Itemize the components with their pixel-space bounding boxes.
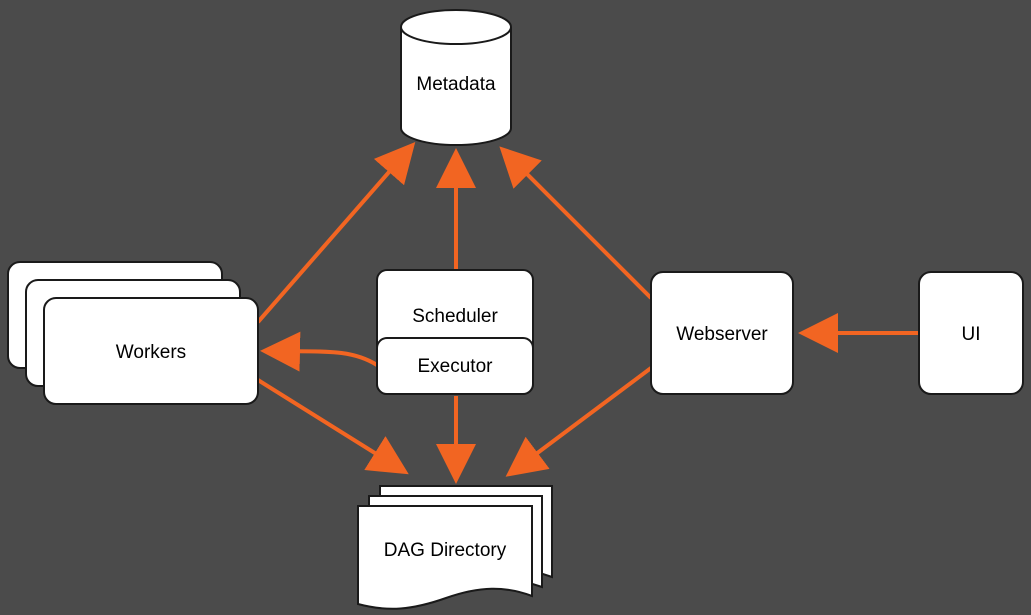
document-front-icon bbox=[357, 505, 533, 610]
metadata-node: Metadata bbox=[400, 9, 512, 146]
executor-label: Executor bbox=[418, 356, 494, 377]
ui-node: UI bbox=[918, 271, 1024, 395]
executor-box bbox=[376, 337, 534, 395]
scheduler-executor-node: Scheduler Executor bbox=[376, 269, 534, 395]
workers-node: Workers bbox=[7, 261, 259, 405]
scheduler-label: Scheduler bbox=[412, 306, 498, 327]
workers-stack-front bbox=[43, 297, 259, 405]
database-cylinder-top-rim bbox=[400, 26, 512, 45]
database-cylinder-icon bbox=[400, 9, 512, 146]
metadata-label: Metadata bbox=[416, 74, 496, 95]
edge-workers-to-dag-directory bbox=[256, 378, 409, 475]
edge-webserver-to-metadata bbox=[499, 146, 653, 300]
dag-directory-node: DAG Directory bbox=[357, 485, 553, 610]
edge-workers-to-metadata bbox=[256, 141, 416, 324]
workers-label: Workers bbox=[116, 342, 186, 363]
ui-box bbox=[918, 271, 1024, 395]
edge-executor-to-workers bbox=[260, 331, 379, 372]
webserver-box bbox=[650, 271, 794, 395]
edge-webserver-to-dag-directory bbox=[505, 366, 653, 477]
dag-directory-label: DAG Directory bbox=[384, 540, 507, 561]
ui-label: UI bbox=[962, 324, 981, 345]
edges bbox=[256, 141, 919, 484]
webserver-node: Webserver bbox=[650, 271, 794, 395]
webserver-label: Webserver bbox=[676, 324, 768, 345]
